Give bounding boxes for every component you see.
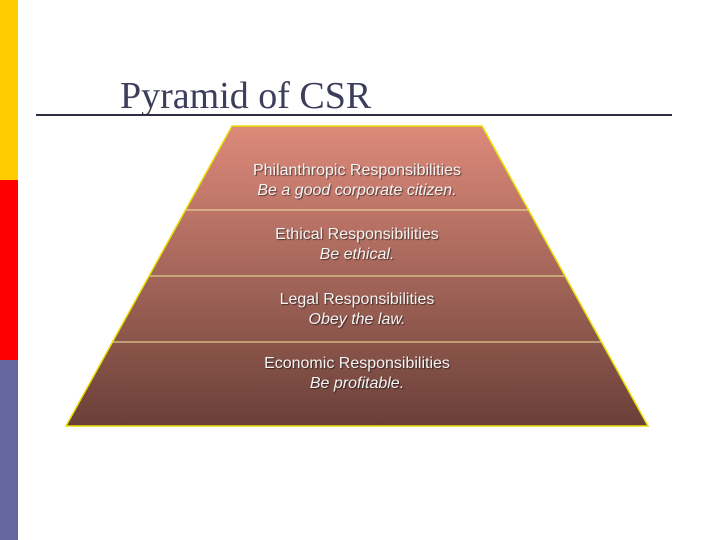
slide-title: Pyramid of CSR — [120, 75, 372, 117]
tier-ethical: Ethical Responsibilities Be ethical. — [157, 225, 557, 265]
tier-philanthropic: Philanthropic Responsibilities Be a good… — [157, 161, 557, 201]
tier-subtext: Be a good corporate citizen. — [257, 182, 457, 199]
side-bar-purple — [0, 360, 18, 540]
tier-economic: Economic Responsibilities Be profitable. — [157, 354, 557, 394]
tier-subtext: Be profitable. — [309, 375, 405, 392]
tier-legal: Legal Responsibilities Obey the law. — [157, 290, 557, 330]
side-bar-red — [0, 180, 18, 360]
tier-heading: Economic Responsibilities — [264, 355, 450, 372]
tier-heading: Philanthropic Responsibilities — [252, 162, 462, 179]
tier-heading: Legal Responsibilities — [279, 291, 435, 308]
tier-subtext: Be ethical. — [319, 246, 395, 263]
tier-subtext: Obey the law. — [308, 311, 406, 328]
title-underline — [36, 114, 672, 116]
tier-heading: Ethical Responsibilities — [275, 226, 439, 243]
side-bar-yellow — [0, 0, 18, 180]
